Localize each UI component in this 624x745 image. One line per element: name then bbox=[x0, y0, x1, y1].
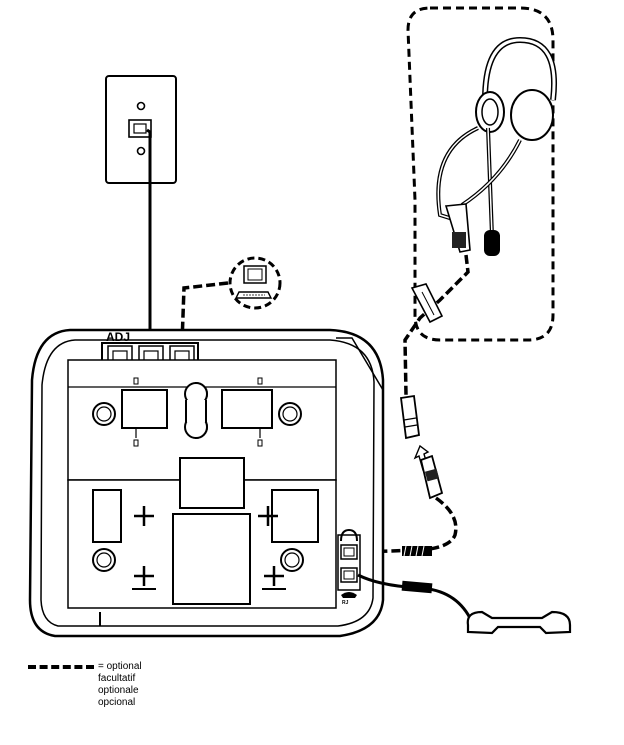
legend-line-1: = optional bbox=[98, 661, 142, 672]
quick-disconnect-socket-icon bbox=[419, 454, 444, 500]
adj-jack-label: ADJ bbox=[106, 330, 130, 344]
headset-icon bbox=[436, 36, 557, 256]
svg-text:RJ: RJ bbox=[342, 600, 349, 606]
handset-icon bbox=[466, 610, 572, 635]
computer-icon bbox=[228, 256, 282, 310]
legend-line-3: optionale bbox=[98, 685, 139, 696]
legend-line-4: opcional bbox=[98, 697, 136, 708]
phone-base: ADJ bbox=[28, 328, 385, 638]
data-cord-optional bbox=[180, 281, 229, 344]
legend-text: = optional facultatif optionale opcional bbox=[98, 661, 142, 709]
headset-optional-outline bbox=[406, 6, 555, 342]
headset-adapter-cord bbox=[359, 496, 458, 554]
quick-disconnect-plug-icon bbox=[399, 394, 420, 440]
wall-jack bbox=[105, 75, 177, 184]
ferrite-coil-icon bbox=[402, 545, 432, 557]
telephone-line-cord bbox=[146, 128, 152, 343]
handset-jack-icon: RJ bbox=[341, 592, 357, 606]
legend-dashed-line bbox=[28, 665, 94, 669]
cord-clip-icon bbox=[410, 283, 444, 324]
handset-ferrite-icon bbox=[401, 580, 433, 594]
headset-jack-icon bbox=[340, 528, 358, 542]
legend-line-2: facultatif bbox=[98, 673, 136, 684]
